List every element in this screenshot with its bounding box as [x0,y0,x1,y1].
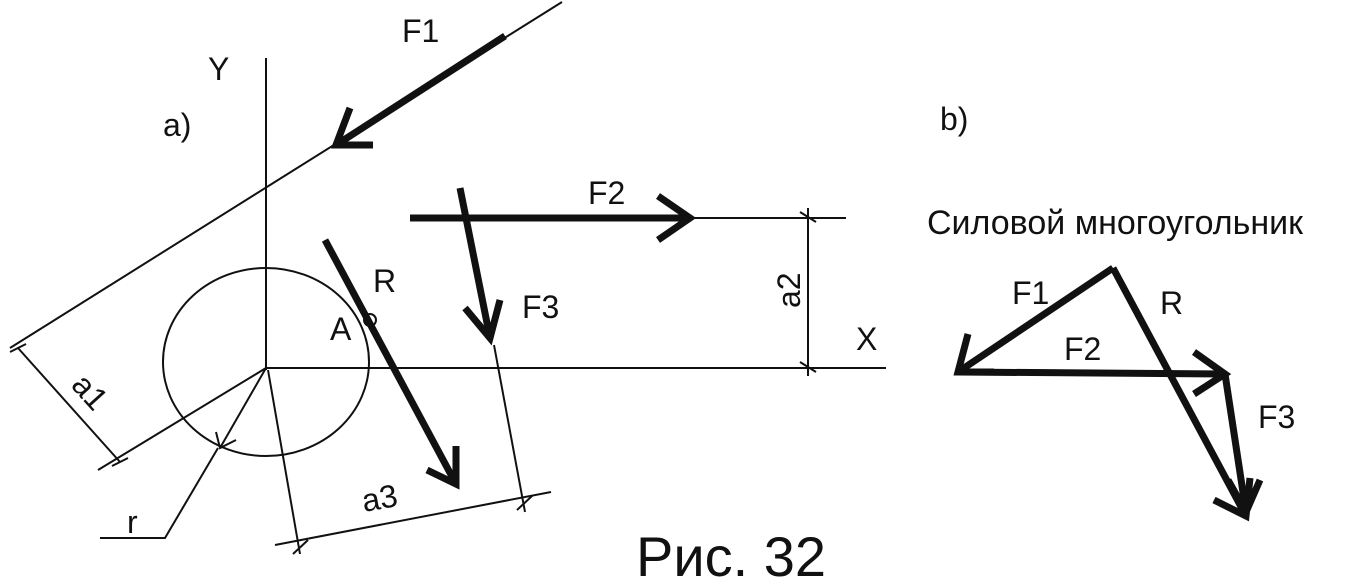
f2-label: F2 [588,175,625,211]
f1-arrowhead [330,106,373,149]
point-a-marker [363,313,377,327]
polygon-f1-label: F1 [1012,275,1049,311]
polygon-f2 [957,368,1226,378]
polygon-f3-label: F3 [1258,399,1295,435]
f1-label: F1 [402,13,439,49]
polygon-f3 [1221,373,1250,513]
polygon-r [1109,266,1250,518]
small-r-arrowhead [215,431,237,450]
r-small-label: r [127,504,138,540]
a3-dimension-line [274,491,552,546]
f3-vector [456,187,494,339]
a1-dimension-line [17,347,121,463]
polygon-r-label: R [1160,285,1183,321]
a1-tick-top [9,343,27,353]
polygon-f1 [956,265,1115,375]
a2-tick-bottom [799,361,817,373]
r-arrowhead [425,446,460,490]
polygon-f2-label: F2 [1064,331,1101,367]
part-a-drawing [9,1,886,555]
r-label: R [373,263,396,299]
a1-tick-bottom [111,457,129,467]
a2-label: a2 [771,272,807,308]
f3-label: F3 [522,289,559,325]
a3-extension-left [267,369,301,555]
polygon-title: Силовой многоугольник [927,204,1304,242]
part-a-label: a) [163,107,191,143]
a3-label: a3 [359,477,400,519]
a3-tick-left [292,539,309,555]
reference-circle [162,267,370,457]
y-axis-label: Y [208,51,229,87]
f2-arrowhead [656,193,697,243]
a1-extension-line [97,367,267,471]
a3-tick-right [516,495,533,511]
polygon-r-arrowhead [1212,477,1254,522]
small-r-leader [100,447,219,539]
x-axis-label: X [856,321,877,357]
a3-extension-right [493,344,526,513]
part-b-label: b) [940,101,968,137]
small-r-vector [219,367,267,449]
part-b-force-polygon [953,265,1264,522]
f3-arrowhead [462,299,504,346]
a2-tick-top [799,211,817,223]
figure-caption: Рис. 32 [636,525,826,578]
point-a-label: A [330,311,352,347]
f1-vector [334,33,507,148]
r-vector [321,238,460,486]
